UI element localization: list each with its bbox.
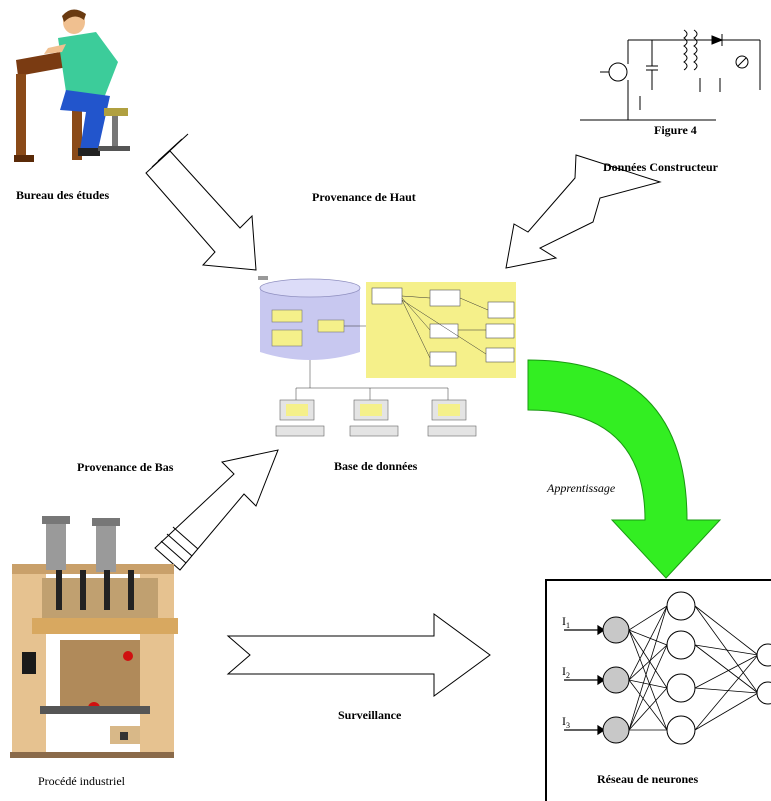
- network-connections: [628, 605, 759, 731]
- input-label-1: I1: [562, 614, 570, 630]
- label-donnees-constructeur: Données Constructeur: [603, 160, 719, 174]
- arrow-process-to-database: [154, 449, 279, 571]
- database-cylinder: [260, 288, 360, 360]
- arrow-bureau-to-database: [145, 133, 257, 271]
- industrial-machine-illustration: [10, 516, 178, 758]
- label-provenance-de-bas: Provenance de Bas: [77, 460, 174, 474]
- input-neuron: [602, 616, 630, 644]
- input-label-2: I2: [562, 664, 570, 680]
- input-neuron: [602, 666, 630, 694]
- input-arrows: [564, 624, 606, 736]
- label-bureau-des-etudes: Bureau des études: [16, 188, 109, 202]
- hidden-neuron: [666, 715, 696, 745]
- output-neuron: [756, 681, 771, 705]
- circuit-schematic: [580, 29, 761, 121]
- designer-at-desk-illustration: [14, 9, 130, 162]
- label-surveillance: Surveillance: [338, 708, 402, 722]
- arrow-constructor-to-database: [505, 154, 662, 269]
- hidden-neuron: [666, 591, 696, 621]
- label-apprentissage: Apprentissage: [546, 481, 616, 495]
- label-reseau-de-neurones: Réseau de neurones: [597, 772, 698, 786]
- surveillance-arrow: [226, 613, 491, 697]
- input-label-3: I3: [562, 714, 570, 730]
- hidden-neuron: [666, 630, 696, 660]
- database-diagram: [258, 276, 516, 437]
- label-procede-industriel: Procédé industriel: [38, 774, 126, 788]
- label-base-de-donnees: Base de données: [334, 459, 418, 473]
- output-neuron: [756, 643, 771, 667]
- neural-network-box: I1 I2 I3: [545, 579, 771, 801]
- schematic-figure-caption: Figure 4: [654, 123, 697, 137]
- hidden-neuron: [666, 673, 696, 703]
- learning-arrow: [527, 359, 722, 579]
- label-provenance-de-haut: Provenance de Haut: [312, 190, 416, 204]
- input-neuron: [602, 716, 630, 744]
